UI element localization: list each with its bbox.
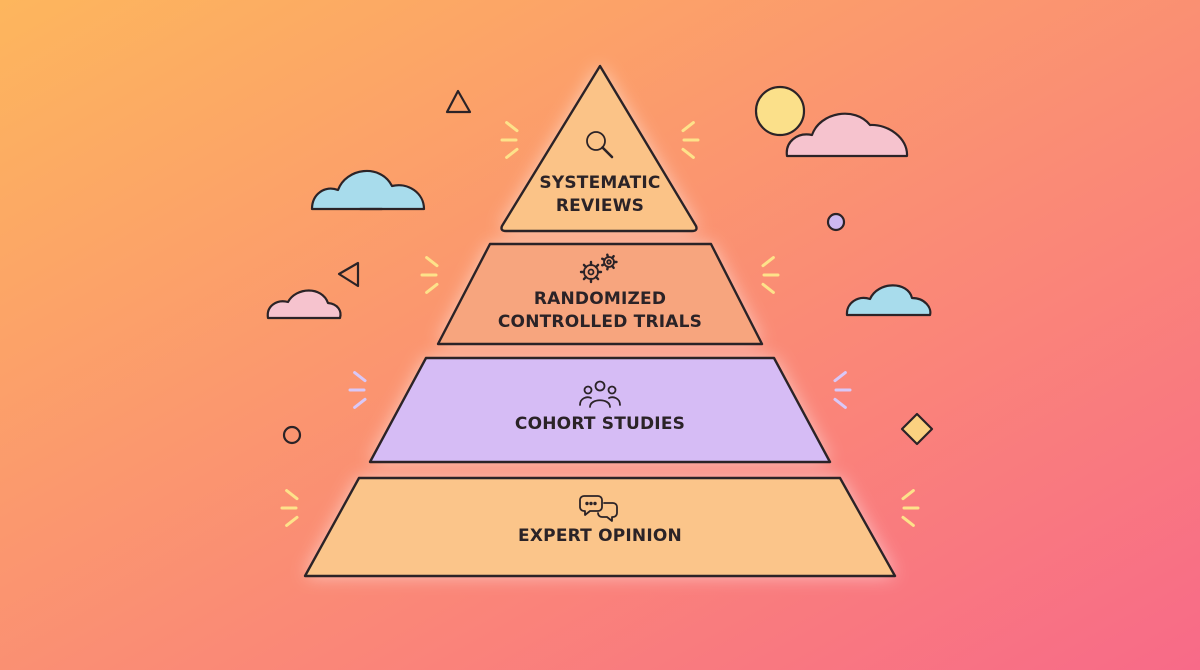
sun-icon	[754, 85, 806, 137]
sparkle-icon	[285, 489, 299, 501]
sparkle-icon	[901, 489, 915, 501]
cloud-icon	[266, 289, 342, 320]
dot-icon	[826, 212, 846, 232]
cloud-icon	[310, 170, 426, 211]
level-label-randomized-controlled-trials: RANDOMIZED CONTROLLED TRIALS	[497, 289, 703, 332]
magnifier-icon	[586, 131, 614, 159]
chat-bubbles-icon	[579, 495, 618, 522]
sparkles	[280, 121, 920, 527]
diamond-icon	[900, 412, 934, 446]
gears-icon	[579, 253, 618, 284]
sparkle-icon	[761, 256, 775, 268]
tier-cohort-studies	[368, 356, 832, 464]
sparkle-icon	[505, 121, 519, 133]
triangle-icon	[337, 261, 360, 288]
sparkle-icon	[681, 121, 695, 133]
sparkle-icon	[285, 515, 299, 527]
sparkle-icon	[505, 147, 519, 159]
dot-icon	[282, 425, 302, 445]
sparkle-icon	[425, 282, 439, 294]
tier-randomized-controlled-trials	[436, 242, 764, 346]
sparkle-icon	[425, 256, 439, 268]
pyramid	[303, 64, 897, 578]
sparkle-icon	[353, 371, 367, 383]
triangle-icon	[445, 89, 472, 114]
cloud-icon	[785, 112, 909, 158]
decorations	[266, 85, 934, 446]
level-label-expert-opinion: EXPERT OPINION	[518, 526, 682, 546]
people-icon	[579, 380, 621, 408]
cloud-icon	[845, 284, 932, 317]
sparkle-icon	[681, 147, 695, 159]
sparkle-icon	[353, 397, 367, 409]
sparkle-icon	[833, 371, 847, 383]
sparkle-icon	[901, 515, 915, 527]
sparkle-icon	[761, 282, 775, 294]
sparkle-icon	[833, 397, 847, 409]
level-label-systematic-reviews: SYSTEMATIC REVIEWS	[539, 173, 661, 216]
tier-expert-opinion	[303, 476, 897, 578]
tier-systematic-reviews	[500, 64, 698, 233]
level-label-cohort-studies: COHORT STUDIES	[514, 414, 686, 434]
